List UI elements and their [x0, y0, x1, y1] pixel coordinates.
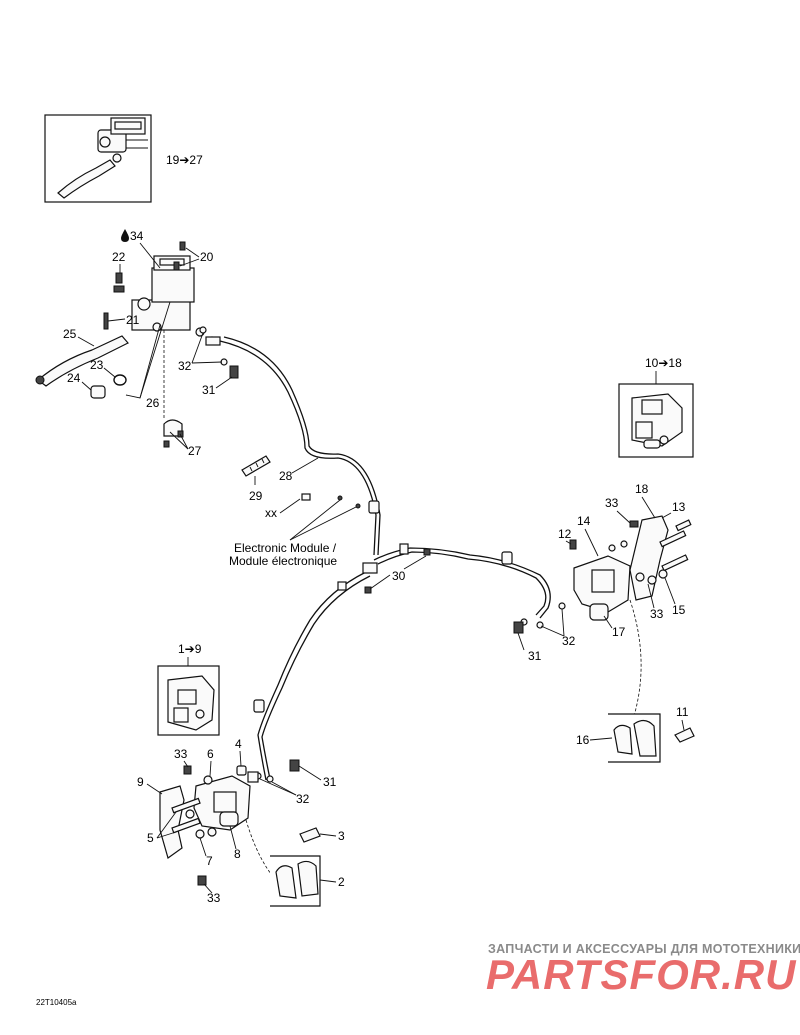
- bleeder-4: [236, 765, 247, 776]
- label-33-rear: 33: [650, 607, 664, 621]
- front-bracket-9: [159, 785, 185, 859]
- master-cylinder-assembly: 34 20 22 21 25 23 24 26 27: [35, 229, 214, 458]
- banjo-bolt-31-front: [289, 759, 300, 772]
- bleeder-12: [569, 539, 577, 550]
- label-31-front: 31: [323, 775, 337, 789]
- bolt-22: [115, 272, 123, 284]
- label-3: 3: [338, 829, 345, 843]
- label-24: 24: [67, 371, 81, 385]
- label-17: 17: [612, 625, 626, 639]
- label-32-top: 32: [178, 359, 192, 373]
- rear-pads-inset: 16 11: [576, 705, 695, 763]
- reservoir: [151, 267, 195, 303]
- reservoir-screws: [173, 241, 186, 271]
- label-11: 11: [676, 705, 689, 719]
- grommet-29: 29: [241, 455, 271, 503]
- o-ring: [113, 374, 127, 386]
- label-5: 5: [147, 831, 154, 845]
- label-xx: xx: [265, 506, 277, 520]
- brake-lever: [37, 335, 129, 387]
- label-6: 6: [207, 747, 214, 761]
- electronic-module-callout: xx Electronic Module / Module électroniq…: [229, 493, 361, 568]
- brake-hoses: [219, 336, 551, 781]
- label-22: 22: [112, 250, 126, 264]
- label-8: 8: [234, 847, 241, 861]
- label-14: 14: [577, 514, 591, 528]
- inset-rear-caliper: 10➔18: [618, 356, 694, 458]
- front-piston-8: [219, 811, 239, 827]
- master-banjo-fitting: 32 31: [178, 326, 239, 397]
- label-32-front: 32: [296, 792, 310, 806]
- front-caliper-assembly: 33 6 4 9 31 32 5 7 8 33: [137, 737, 337, 905]
- banjo-bolt-31-rear: [513, 621, 524, 634]
- label-23: 23: [90, 358, 104, 372]
- label-20: 20: [200, 250, 214, 264]
- label-34: 34: [130, 229, 144, 243]
- label-27-top: 27: [188, 444, 202, 458]
- label-7: 7: [206, 854, 213, 868]
- label-31-rear: 31: [528, 649, 542, 663]
- label-25: 25: [63, 327, 77, 341]
- label-2: 2: [338, 875, 345, 889]
- label-13: 13: [672, 500, 686, 514]
- front-pads-inset: 2: [270, 855, 345, 907]
- label-33-rear-top: 33: [605, 496, 619, 510]
- label-15: 15: [672, 603, 686, 617]
- label-29: 29: [249, 489, 263, 503]
- rear-caliper-assembly: 18 33 13 12 14 33 15 17 32 31: [513, 482, 692, 717]
- banjo-bolt-31: [229, 365, 239, 379]
- inset-master-cylinder: 19➔27: [44, 114, 203, 203]
- label-32-rear: 32: [562, 634, 576, 648]
- rear-guide-pins: [608, 519, 692, 585]
- front-guide-pins: [171, 775, 217, 839]
- label-33-front: 33: [207, 891, 221, 905]
- rear-piston-17: [589, 603, 609, 621]
- label-30: 30: [392, 569, 406, 583]
- clip-11: [674, 727, 695, 743]
- label-28: 28: [279, 469, 293, 483]
- label-12: 12: [558, 527, 572, 541]
- bushing: [90, 385, 106, 399]
- label-16: 16: [576, 733, 590, 747]
- label-31-top: 31: [202, 383, 216, 397]
- label-1-9: 1➔9: [178, 642, 202, 656]
- hose-clips-30: 30: [364, 548, 431, 594]
- label-10-18: 10➔18: [645, 356, 682, 370]
- drawing-code: 22T10405a: [36, 998, 77, 1007]
- label-9: 9: [137, 775, 144, 789]
- label-26: 26: [146, 396, 160, 410]
- inset-front-caliper: 1➔9: [157, 642, 220, 736]
- label-21: 21: [126, 313, 140, 327]
- module-label-line2: Module électronique: [229, 554, 337, 568]
- label-33-front-top: 33: [174, 747, 188, 761]
- clip-3: 3: [299, 827, 345, 843]
- oil-drop-icon: [121, 229, 129, 242]
- label-19-27: 19➔27: [166, 153, 203, 167]
- label-4: 4: [235, 737, 242, 751]
- watermark-tagline: ЗАПЧАСТИ И АКСЕССУАРЫ ДЛЯ МОТОТЕХНИКИ: [488, 942, 800, 956]
- watermark-logo: PARTSFOR.RU: [486, 951, 797, 998]
- module-label-line1: Electronic Module /: [234, 541, 337, 555]
- label-18: 18: [635, 482, 649, 496]
